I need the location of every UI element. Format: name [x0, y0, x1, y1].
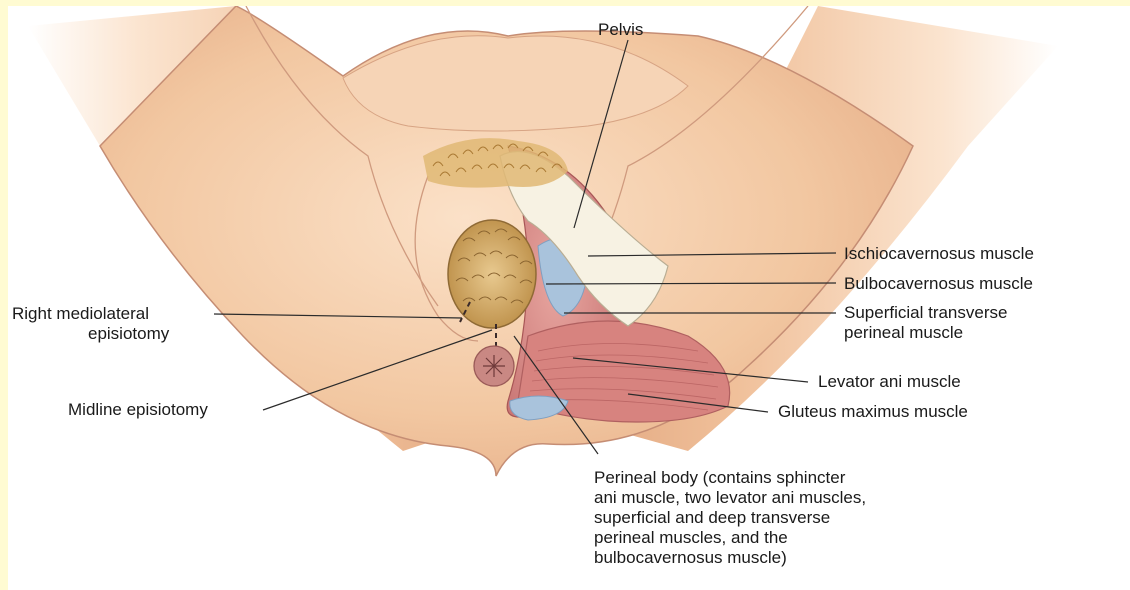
label-levator-ani-muscle: Levator ani muscle	[818, 372, 961, 392]
label-superficial-transverse-perineal-muscle: Superficial transverse perineal muscle	[844, 303, 1007, 343]
label-line: perineal muscles, and the	[594, 528, 866, 548]
label-perineal-body: Perineal body (contains sphincter ani mu…	[594, 468, 866, 568]
label-right-mediolateral-episiotomy: Right mediolateral episiotomy	[12, 304, 169, 344]
label-line: Perineal body (contains sphincter	[594, 468, 866, 488]
perineum-illustration	[8, 6, 1130, 590]
label-midline-episiotomy: Midline episiotomy	[68, 400, 208, 420]
label-line: bulbocavernosus muscle)	[594, 548, 866, 568]
label-line: superficial and deep transverse	[594, 508, 866, 528]
crowning-head	[448, 220, 536, 328]
label-bulbocavernosus-muscle: Bulbocavernosus muscle	[844, 274, 1033, 294]
label-ischiocavernosus-muscle: Ischiocavernosus muscle	[844, 244, 1034, 264]
anus-star	[483, 355, 505, 377]
label-line: perineal muscle	[844, 323, 1007, 343]
label-gluteus-maximus-muscle: Gluteus maximus muscle	[778, 402, 968, 422]
label-line: Right mediolateral	[12, 304, 169, 324]
label-line: ani muscle, two levator ani muscles,	[594, 488, 866, 508]
label-line: episiotomy	[12, 324, 169, 344]
diagram-canvas: Pelvis Ischiocavernosus muscle Bulbocave…	[8, 6, 1130, 590]
label-line: Superficial transverse	[844, 303, 1007, 323]
label-pelvis: Pelvis	[598, 20, 643, 40]
